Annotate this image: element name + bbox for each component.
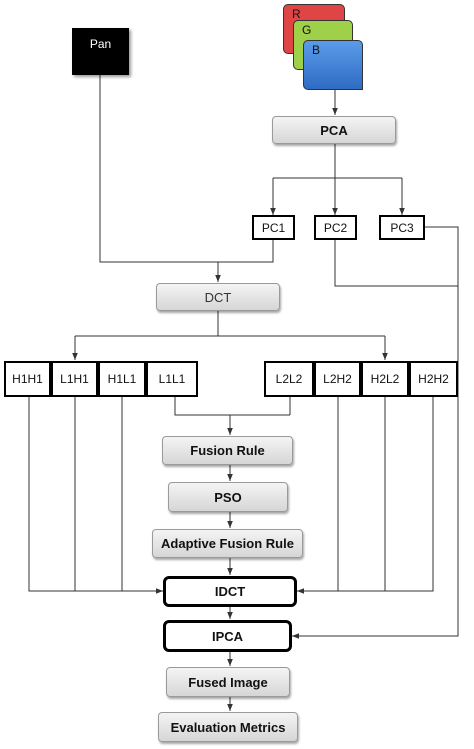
edge-pan-dct bbox=[99, 75, 218, 263]
pc3-box: PC3 bbox=[379, 215, 425, 240]
edge-h2h2-idct bbox=[297, 397, 434, 594]
subband-l2h2: L2H2 bbox=[314, 361, 361, 397]
pca-box: PCA bbox=[272, 116, 396, 144]
subband-l1l1: L1L1 bbox=[146, 361, 198, 397]
pc2-box: PC2 bbox=[314, 215, 357, 240]
subband-l2l2: L2L2 bbox=[264, 361, 314, 397]
fusion-rule-box: Fusion Rule bbox=[162, 436, 293, 465]
fused-image-box: Fused Image bbox=[166, 667, 290, 697]
idct-box: IDCT bbox=[163, 576, 297, 607]
pso-box: PSO bbox=[168, 482, 288, 512]
edge-h1h1-idct bbox=[28, 397, 163, 592]
pc1-box: PC1 bbox=[252, 215, 295, 240]
subband-h1h1: H1H1 bbox=[4, 361, 51, 397]
edge-pc2-bypass bbox=[334, 240, 458, 287]
b-band-image: B bbox=[303, 40, 363, 90]
subband-h2l2: H2L2 bbox=[361, 361, 409, 397]
evaluation-metrics-box: Evaluation Metrics bbox=[158, 712, 298, 742]
ipca-box: IPCA bbox=[163, 620, 292, 652]
pan-image: Pan bbox=[72, 28, 129, 75]
edge-l1l1-merge bbox=[174, 397, 290, 416]
edge-pc3-bypass bbox=[292, 226, 459, 639]
subband-l1h1: L1H1 bbox=[51, 361, 98, 397]
dct-box: DCT bbox=[156, 283, 280, 311]
edge-pc1-dct bbox=[218, 240, 274, 263]
adaptive-fusion-rule-box: Adaptive Fusion Rule bbox=[152, 529, 303, 558]
subband-h2h2: H2H2 bbox=[409, 361, 458, 397]
subband-h1l1: H1L1 bbox=[98, 361, 146, 397]
